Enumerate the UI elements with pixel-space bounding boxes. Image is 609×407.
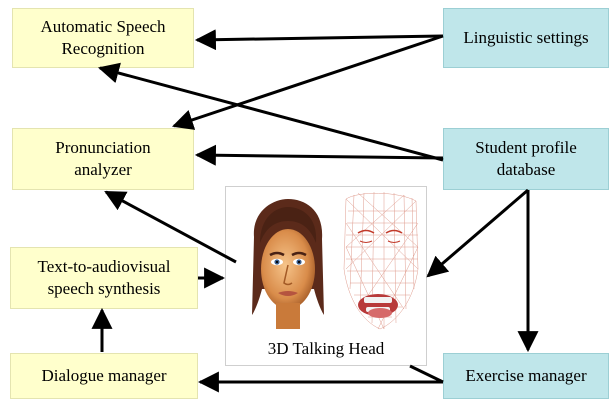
node-tts: Text-to-audiovisual speech synthesis: [10, 247, 198, 309]
node-pronunciation-label: Pronunciation analyzer: [55, 138, 151, 179]
node-student-label: Student profile database: [475, 138, 577, 179]
node-linguistic-label: Linguistic settings: [463, 28, 589, 47]
node-dialogue-manager: Dialogue manager: [10, 353, 198, 399]
node-exercise-label: Exercise manager: [465, 366, 587, 385]
rendered-face-icon: [252, 199, 324, 329]
arrow-student-to-pronunciation: [194, 144, 444, 166]
node-student-profile: Student profile database: [443, 128, 609, 190]
node-exercise-manager: Exercise manager: [443, 353, 609, 399]
talking-head-caption: 3D Talking Head: [267, 339, 385, 358]
arrow-head-to-exercise: [409, 364, 444, 384]
node-asr: Automatic Speech Recognition: [12, 8, 194, 68]
talking-head-panel: 3D Talking Head: [225, 186, 427, 366]
arrow-linguistic-to-pronunciation: [172, 34, 444, 130]
arrow-student-to-talking-head: [426, 188, 529, 278]
node-linguistic-settings: Linguistic settings: [443, 8, 609, 68]
node-dialogue-label: Dialogue manager: [41, 366, 167, 385]
wireframe-face-icon: [343, 191, 419, 330]
arrow-linguistic-to-asr: [194, 29, 444, 51]
node-tts-label: Text-to-audiovisual speech synthesis: [37, 257, 171, 298]
node-pronunciation-analyzer: Pronunciation analyzer: [12, 128, 194, 190]
node-asr-label: Automatic Speech Recognition: [40, 17, 166, 58]
